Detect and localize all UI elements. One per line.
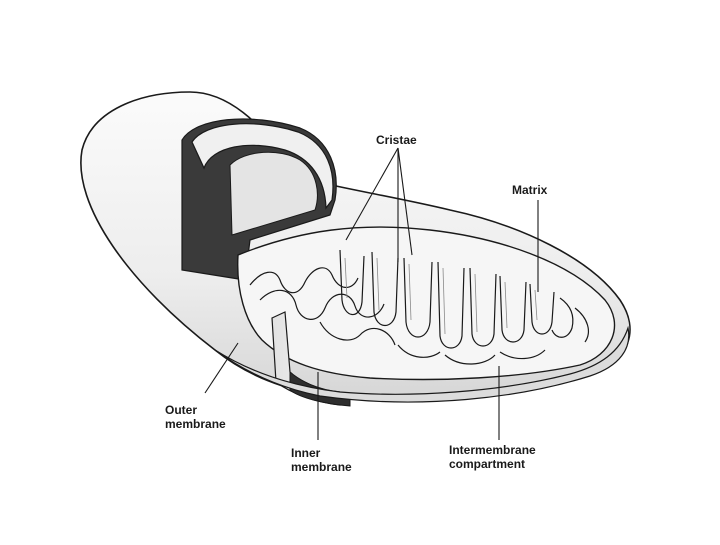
cristae-fold-highlights — [344, 257, 538, 335]
label-intermembrane-line2: compartment — [449, 457, 526, 471]
inner-membrane-arch — [191, 123, 334, 210]
label-intermembrane-line1: Intermembrane — [449, 443, 536, 457]
label-outer-membrane: Outer membrane — [165, 403, 226, 431]
label-intermembrane-compartment: Intermembrane compartment — [449, 443, 536, 471]
label-outer-membrane-line2: membrane — [165, 417, 226, 431]
leader-cristae-right — [397, 147, 413, 256]
label-inner-membrane-line1: Inner — [291, 446, 321, 460]
leader-outer-membrane — [204, 342, 239, 394]
label-outer-membrane-line1: Outer — [165, 403, 198, 417]
label-cristae: Cristae — [376, 133, 417, 147]
label-matrix: Matrix — [512, 183, 547, 197]
label-cristae-text: Cristae — [376, 133, 417, 147]
label-inner-membrane: Inner membrane — [291, 446, 352, 474]
front-outer-lip — [214, 325, 630, 403]
cristae-folds — [249, 249, 589, 365]
inner-arch-face — [229, 151, 318, 236]
leader-lines — [204, 147, 539, 440]
label-matrix-text: Matrix — [512, 183, 548, 197]
label-inner-membrane-line2: membrane — [291, 460, 352, 474]
leader-cristae-left — [345, 147, 399, 241]
